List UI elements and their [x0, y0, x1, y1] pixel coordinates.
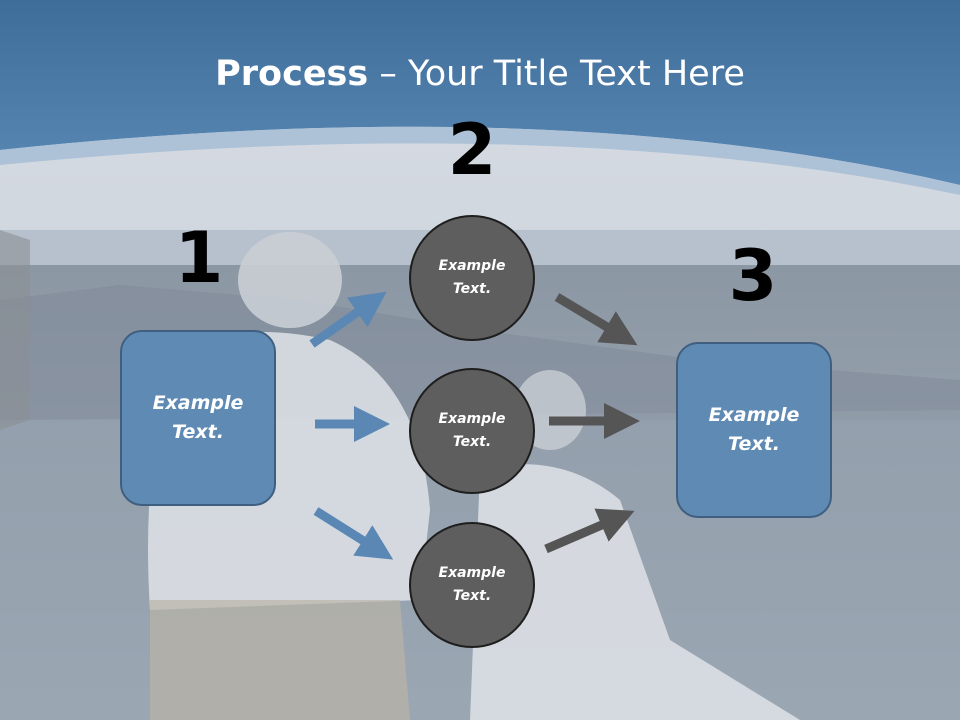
step-number-3: 3	[728, 235, 778, 317]
arrow-from-circle-1	[554, 293, 638, 346]
step-2-circle-middle: Example Text.	[409, 368, 535, 494]
step-1-box: Example Text.	[120, 330, 276, 506]
step-2-circle-bottom: Example Text.	[409, 522, 535, 648]
circle-3-text: Example Text.	[438, 565, 506, 604]
circle-2-text: Example Text.	[438, 411, 506, 450]
arrow-to-circle-1	[309, 291, 387, 348]
step-number-1: 1	[174, 217, 224, 299]
title-bold: Process	[215, 54, 369, 94]
step-3-text: Example Text.	[708, 404, 800, 455]
arrow-to-circle-3	[313, 507, 394, 560]
circle-1-text: Example Text.	[438, 258, 506, 297]
step-3-box: Example Text.	[676, 342, 832, 518]
slide-title: Process – Your Title Text Here	[0, 52, 960, 96]
title-rest: – Your Title Text Here	[368, 54, 745, 94]
step-2-circle-top: Example Text.	[409, 215, 535, 341]
step-1-text: Example Text.	[152, 392, 244, 443]
arrow-from-circle-3	[544, 508, 635, 554]
step-number-2: 2	[447, 109, 497, 191]
